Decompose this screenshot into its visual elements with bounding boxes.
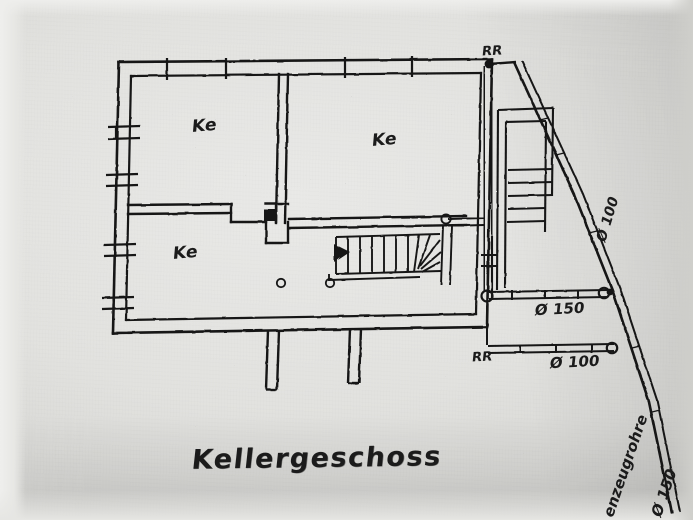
room-label-ke-3: Ke [171,241,199,265]
toner-speckle-layer-4 [40,40,160,440]
mark-label-bottom: RR [471,349,493,366]
sheet-edge-left [0,0,26,520]
room-label-ke-1: Ke [190,114,218,138]
mark-label-top: RR [481,43,503,60]
pipe-label-150: Ø 150 [533,298,586,320]
page-title: Kellergeschoss [190,441,444,476]
sheet-edge-top [0,0,693,16]
toner-speckle-layer-2 [320,20,690,350]
toner-speckle-layer-3 [130,360,550,500]
pipe-label-100: Ø 100 [548,351,601,373]
room-label-ke-2: Ke [370,128,398,152]
